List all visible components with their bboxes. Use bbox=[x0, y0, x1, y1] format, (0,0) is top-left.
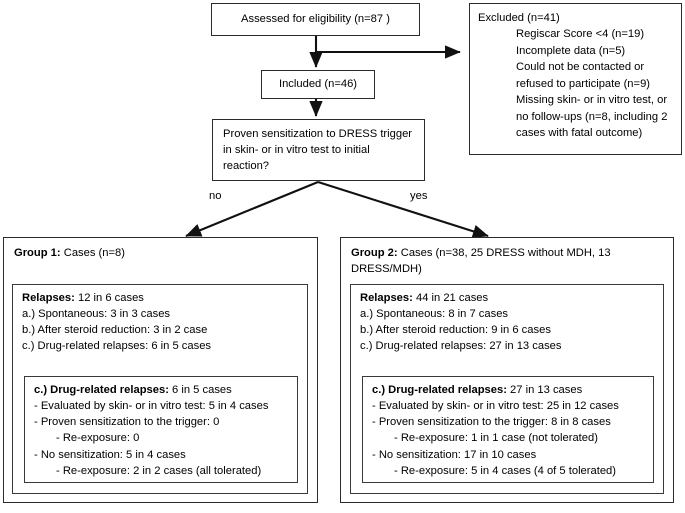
node-included: Included (n=46) bbox=[261, 70, 375, 99]
list-item: - Re-exposure: 2 in 2 cases (all tolerat… bbox=[56, 464, 262, 477]
excluded-content: Excluded (n=41) Regiscar Score <4 (n=19)… bbox=[470, 4, 681, 146]
node-excluded: Excluded (n=41) Regiscar Score <4 (n=19)… bbox=[469, 3, 682, 155]
group2-drug-bold: c.) Drug-related relapses: bbox=[372, 384, 507, 396]
list-item: Regiscar Score <4 (n=19) bbox=[516, 28, 645, 41]
list-item: c.) Drug-related relapses: 27 in 13 case… bbox=[372, 382, 644, 398]
group1-drug-related-box: c.) Drug-related relapses: 6 in 5 cases … bbox=[24, 376, 298, 483]
list-item: b.) After steroid reduction: 3 in 2 case bbox=[22, 324, 208, 337]
list-item: - Re-exposure: 1 in 1 case (not tolerate… bbox=[394, 432, 598, 445]
group1-relapses-bold: Relapses: bbox=[22, 292, 75, 304]
list-item: c.) Drug-related relapses: 6 in 5 cases bbox=[22, 340, 212, 353]
group2-header: Group 2: Cases (n=38, 25 DRESS without M… bbox=[351, 245, 663, 277]
list-item: Relapses: 12 in 6 cases bbox=[22, 290, 298, 306]
list-item: c.) Drug-related relapses: 6 in 5 cases bbox=[34, 382, 288, 398]
node-decision-label: Proven sensitization to DRESS trigger in… bbox=[223, 128, 413, 172]
node-decision-sensitization: Proven sensitization to DRESS trigger in… bbox=[212, 119, 425, 181]
list-item: cases with fatal outcome) bbox=[516, 127, 643, 140]
list-item: Missing skin- or in vitro test, or bbox=[516, 94, 668, 107]
group1-drug-related-list: c.) Drug-related relapses: 6 in 5 cases … bbox=[34, 382, 288, 479]
list-item: b.) After steroid reduction: 9 in 6 case… bbox=[360, 324, 551, 337]
excluded-title: Excluded (n=41) bbox=[478, 12, 560, 24]
list-item: - Proven sensitization to the trigger: 0 bbox=[34, 416, 220, 429]
group2-drug-related-list: c.) Drug-related relapses: 27 in 13 case… bbox=[372, 382, 644, 479]
list-item: Incomplete data (n=5) bbox=[516, 44, 626, 57]
list-item: a.) Spontaneous: 8 in 7 cases bbox=[360, 308, 509, 321]
node-assessed-for-eligibility: Assessed for eligibility (n=87 ) bbox=[211, 3, 420, 36]
list-item: - No sensitization: 17 in 10 cases bbox=[372, 448, 537, 461]
list-item: Could not be contacted or bbox=[516, 61, 645, 74]
group1-relapses-content: Relapses: 12 in 6 cases a.) Spontaneous:… bbox=[13, 285, 307, 360]
node-assessed-label: Assessed for eligibility (n=87 ) bbox=[241, 12, 390, 25]
group2-drug-related-box: c.) Drug-related relapses: 27 in 13 case… bbox=[362, 376, 654, 483]
group2-header-rest: Cases (n=38, 25 DRESS without MDH, 13 DR… bbox=[351, 247, 611, 276]
list-item: - Proven sensitization to the trigger: 8… bbox=[372, 416, 611, 429]
edge-label-yes: yes bbox=[410, 190, 428, 202]
excluded-reason-list: Regiscar Score <4 (n=19) Incomplete data… bbox=[478, 26, 673, 141]
group1-drug-related-content: c.) Drug-related relapses: 6 in 5 cases … bbox=[25, 377, 297, 484]
group1-relapses-rest: 12 in 6 cases bbox=[74, 292, 144, 304]
group1-header-rest: Cases (n=8) bbox=[60, 247, 125, 259]
node-included-label: Included (n=46) bbox=[278, 77, 358, 90]
group2-drug-rest: 27 in 13 cases bbox=[506, 384, 583, 396]
group2-drug-related-content: c.) Drug-related relapses: 27 in 13 case… bbox=[363, 377, 653, 484]
group2-relapses-rest: 44 in 21 cases bbox=[412, 292, 489, 304]
arrow-decision-to-group1 bbox=[185, 181, 319, 237]
list-item: - Evaluated by skin- or in vitro test: 5… bbox=[34, 400, 269, 413]
group1-outer-box: Group 1: Cases (n=8) Relapses: 12 in 6 c… bbox=[3, 237, 318, 503]
group2-relapses-content: Relapses: 44 in 21 cases a.) Spontaneous… bbox=[351, 285, 663, 360]
list-item: - No sensitization: 5 in 4 cases bbox=[34, 448, 186, 461]
list-item: c.) Drug-related relapses: 27 in 13 case… bbox=[360, 340, 562, 353]
group1-header-bold: Group 1: bbox=[14, 247, 61, 259]
group1-drug-rest: 6 in 5 cases bbox=[168, 384, 232, 396]
group2-outer-box: Group 2: Cases (n=38, 25 DRESS without M… bbox=[340, 237, 674, 503]
list-item: a.) Spontaneous: 3 in 3 cases bbox=[22, 308, 171, 321]
group2-relapses-list: Relapses: 44 in 21 cases a.) Spontaneous… bbox=[360, 290, 654, 355]
list-item: Relapses: 44 in 21 cases bbox=[360, 290, 654, 306]
edge-label-no: no bbox=[209, 190, 222, 202]
list-item: refused to participate (n=9) bbox=[516, 77, 651, 90]
list-item: - Re-exposure: 5 in 4 cases (4 of 5 tole… bbox=[394, 464, 616, 477]
group2-relapses-bold: Relapses: bbox=[360, 292, 413, 304]
list-item: - Re-exposure: 0 bbox=[56, 432, 140, 445]
list-item: - Evaluated by skin- or in vitro test: 2… bbox=[372, 400, 619, 413]
group1-header: Group 1: Cases (n=8) bbox=[14, 245, 307, 261]
group1-relapses-box: Relapses: 12 in 6 cases a.) Spontaneous:… bbox=[12, 284, 308, 494]
list-item: no follow-ups (n=8, including 2 bbox=[516, 110, 668, 123]
arrow-decision-to-group2 bbox=[317, 180, 489, 238]
group2-relapses-box: Relapses: 44 in 21 cases a.) Spontaneous… bbox=[350, 284, 664, 494]
group1-drug-bold: c.) Drug-related relapses: bbox=[34, 384, 169, 396]
group1-relapses-list: Relapses: 12 in 6 cases a.) Spontaneous:… bbox=[22, 290, 298, 355]
group2-header-bold: Group 2: bbox=[351, 247, 398, 259]
